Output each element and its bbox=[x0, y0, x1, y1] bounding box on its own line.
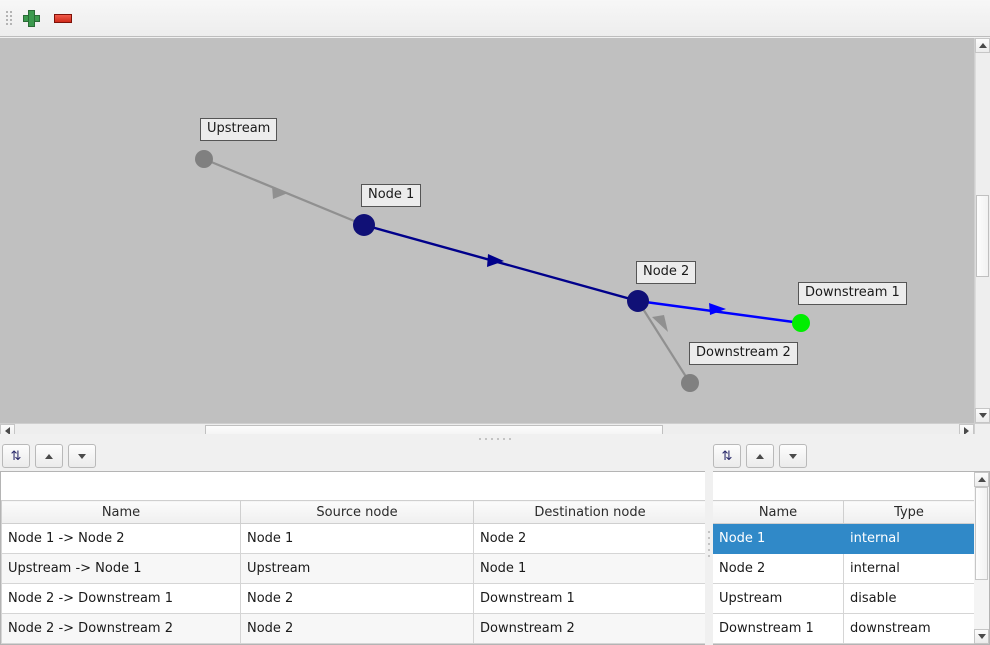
nodes-table-frame: Name Type Node 1 internal Node 2 interna… bbox=[711, 471, 975, 645]
toolbar-drag-handle[interactable] bbox=[3, 6, 14, 30]
edge-node2-to-downstream2 bbox=[637, 300, 691, 384]
cell-source[interactable]: Node 2 bbox=[240, 613, 474, 644]
graph-label-node1[interactable]: Node 1 bbox=[361, 184, 422, 207]
toolbar bbox=[0, 0, 990, 37]
cell-name[interactable]: Upstream -> Node 1 bbox=[1, 553, 241, 584]
cell-name[interactable]: Node 2 -> Downstream 1 bbox=[1, 583, 241, 614]
triangle-up-icon bbox=[978, 43, 987, 48]
triangle-down-icon bbox=[789, 453, 797, 459]
links-table-header-row: Name Source node Destination node bbox=[1, 500, 706, 524]
graph-edges bbox=[203, 157, 802, 384]
graph-panel: Upstream Node 1 Node 2 Downstream 1 Down… bbox=[0, 38, 990, 438]
cell-name[interactable]: Node 1 -> Node 2 bbox=[1, 523, 241, 554]
graph-node-downstream2[interactable] bbox=[681, 374, 699, 392]
graph-label-downstream1[interactable]: Downstream 1 bbox=[798, 282, 907, 305]
cell-type[interactable]: downstream bbox=[843, 613, 974, 644]
links-move-down-button[interactable] bbox=[68, 444, 96, 468]
table-row-selected[interactable]: Node 1 internal bbox=[712, 523, 974, 554]
table-row[interactable]: Node 2 -> Downstream 1 Node 2 Downstream… bbox=[1, 583, 706, 614]
cell-name[interactable]: Node 2 -> Downstream 2 bbox=[1, 613, 241, 644]
cell-empty bbox=[843, 643, 974, 644]
column-header-destination-node[interactable]: Destination node bbox=[473, 500, 706, 524]
cell-name[interactable]: Node 1 bbox=[712, 523, 844, 554]
cell-destination[interactable]: Node 2 bbox=[473, 523, 706, 554]
scroll-up-arrow[interactable] bbox=[974, 472, 989, 487]
links-move-up-button[interactable] bbox=[35, 444, 63, 468]
table-row[interactable]: Node 1 -> Node 2 Node 1 Node 2 bbox=[1, 523, 706, 554]
column-header-source-node[interactable]: Source node bbox=[240, 500, 474, 524]
graph-node-upstream[interactable] bbox=[195, 150, 213, 168]
links-table-frame: Name Source node Destination node Node 1… bbox=[0, 471, 707, 645]
table-row[interactable]: Downstream 1 downstream bbox=[712, 613, 974, 644]
graph-label-downstream2[interactable]: Downstream 2 bbox=[689, 342, 798, 365]
sort-arrows-icon: ⇅ bbox=[721, 448, 733, 464]
nodes-table-header-row: Name Type bbox=[712, 500, 974, 524]
bottom-panels: ⇅ Name Source node Destination node bbox=[0, 443, 990, 645]
graph-label-node2[interactable]: Node 2 bbox=[636, 261, 697, 284]
nodes-table-scrollbar[interactable] bbox=[974, 471, 990, 645]
column-header-name[interactable]: Name bbox=[1, 500, 241, 524]
triangle-up-icon bbox=[977, 477, 986, 482]
table-row[interactable]: Node 2 internal bbox=[712, 553, 974, 584]
nodes-move-up-button[interactable] bbox=[746, 444, 774, 468]
nodes-sort-button[interactable]: ⇅ bbox=[713, 444, 741, 468]
cell-type[interactable]: disable bbox=[843, 583, 974, 614]
graph-label-upstream[interactable]: Upstream bbox=[200, 118, 278, 141]
cell-destination[interactable]: Node 1 bbox=[473, 553, 706, 584]
column-header-name[interactable]: Name bbox=[712, 500, 844, 524]
splitter-grip bbox=[708, 529, 710, 559]
nodes-scroll-thumb[interactable] bbox=[975, 487, 988, 580]
remove-node-button[interactable] bbox=[48, 3, 78, 33]
cell-name[interactable]: Upstream bbox=[712, 583, 844, 614]
cell-source[interactable]: Node 2 bbox=[240, 583, 474, 614]
edge-node1-to-node2 bbox=[363, 223, 639, 303]
links-table[interactable]: Name Source node Destination node Node 1… bbox=[1, 500, 706, 644]
horizontal-splitter[interactable] bbox=[0, 434, 990, 443]
table-row[interactable]: Node 2 -> Downstream 2 Node 2 Downstream… bbox=[1, 613, 706, 644]
add-node-button[interactable] bbox=[16, 3, 46, 33]
cell-type[interactable]: internal bbox=[843, 523, 974, 554]
triangle-right-icon bbox=[964, 427, 969, 435]
graph-vertical-scrollbar[interactable] bbox=[974, 38, 990, 423]
cell-source[interactable]: Node 1 bbox=[240, 523, 474, 554]
cell-source[interactable]: Upstream bbox=[240, 553, 474, 584]
plus-icon bbox=[22, 9, 40, 27]
cell-destination[interactable]: Downstream 2 bbox=[473, 613, 706, 644]
nodes-scroll-track[interactable] bbox=[974, 487, 989, 629]
minus-icon bbox=[54, 13, 72, 23]
sort-arrows-icon: ⇅ bbox=[10, 448, 22, 464]
graph-node-downstream1[interactable] bbox=[792, 314, 810, 332]
splitter-grip bbox=[477, 437, 513, 440]
nodes-button-bar: ⇅ bbox=[713, 443, 812, 469]
scroll-down-arrow[interactable] bbox=[974, 629, 989, 644]
vertical-splitter[interactable] bbox=[705, 443, 713, 645]
edge-node2-to-downstream1 bbox=[637, 299, 802, 325]
cell-destination[interactable]: Downstream 1 bbox=[473, 583, 706, 614]
graph-node-node1[interactable] bbox=[353, 214, 375, 236]
nodes-table[interactable]: Name Type Node 1 internal Node 2 interna… bbox=[712, 500, 974, 644]
triangle-down-icon bbox=[977, 634, 986, 639]
cell-name[interactable]: Downstream 1 bbox=[712, 613, 844, 644]
graph-node-node2[interactable] bbox=[627, 290, 649, 312]
graph-vscroll-thumb[interactable] bbox=[976, 195, 989, 277]
triangle-left-icon bbox=[5, 427, 10, 435]
column-header-type[interactable]: Type bbox=[843, 500, 974, 524]
triangle-down-icon bbox=[78, 453, 86, 459]
table-row-empty[interactable] bbox=[712, 643, 974, 644]
cell-type[interactable]: internal bbox=[843, 553, 974, 584]
table-row[interactable]: Upstream disable bbox=[712, 583, 974, 614]
nodes-move-down-button[interactable] bbox=[779, 444, 807, 468]
triangle-up-icon bbox=[45, 453, 53, 459]
triangle-down-icon bbox=[978, 413, 987, 418]
scroll-down-arrow[interactable] bbox=[975, 408, 990, 423]
links-sort-button[interactable]: ⇅ bbox=[2, 444, 30, 468]
links-button-bar: ⇅ bbox=[2, 443, 101, 469]
edge-upstream-to-node1 bbox=[203, 157, 365, 227]
cell-name[interactable]: Node 2 bbox=[712, 553, 844, 584]
triangle-up-icon bbox=[756, 453, 764, 459]
table-row[interactable]: Upstream -> Node 1 Upstream Node 1 bbox=[1, 553, 706, 584]
scroll-up-arrow[interactable] bbox=[975, 38, 990, 53]
graph-canvas[interactable]: Upstream Node 1 Node 2 Downstream 1 Down… bbox=[0, 38, 974, 423]
